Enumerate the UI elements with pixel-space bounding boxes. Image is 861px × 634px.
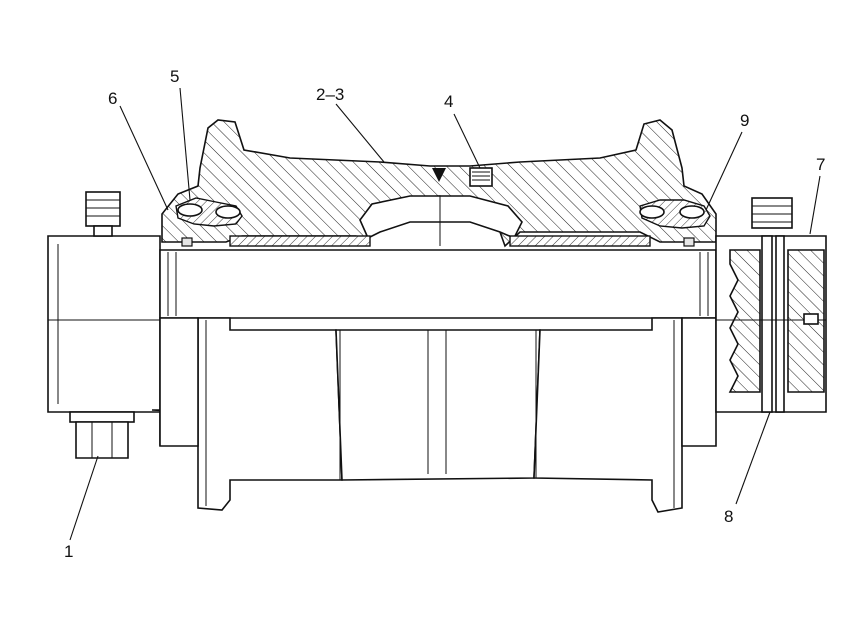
roller-shell-section xyxy=(161,119,717,248)
roller-shell-outline xyxy=(159,317,717,513)
callout-8: 8 xyxy=(724,507,733,526)
callout-7: 7 xyxy=(816,155,825,174)
right-top-bolt xyxy=(751,197,793,229)
callout-5: 5 xyxy=(170,67,179,86)
callout-6: 6 xyxy=(108,89,117,108)
callout-4: 4 xyxy=(444,92,453,111)
left-seal-group xyxy=(175,197,243,247)
callout-2-3: 2–3 xyxy=(316,85,344,104)
callout-1: 1 xyxy=(64,542,73,561)
bottom-nut xyxy=(69,411,135,459)
callout-9: 9 xyxy=(740,111,749,130)
shaft xyxy=(159,249,717,319)
fill-plug xyxy=(432,167,493,187)
right-collar xyxy=(715,235,827,413)
right-seal-group xyxy=(639,199,711,247)
left-top-bolt xyxy=(85,191,121,237)
leader-lines xyxy=(69,87,821,541)
